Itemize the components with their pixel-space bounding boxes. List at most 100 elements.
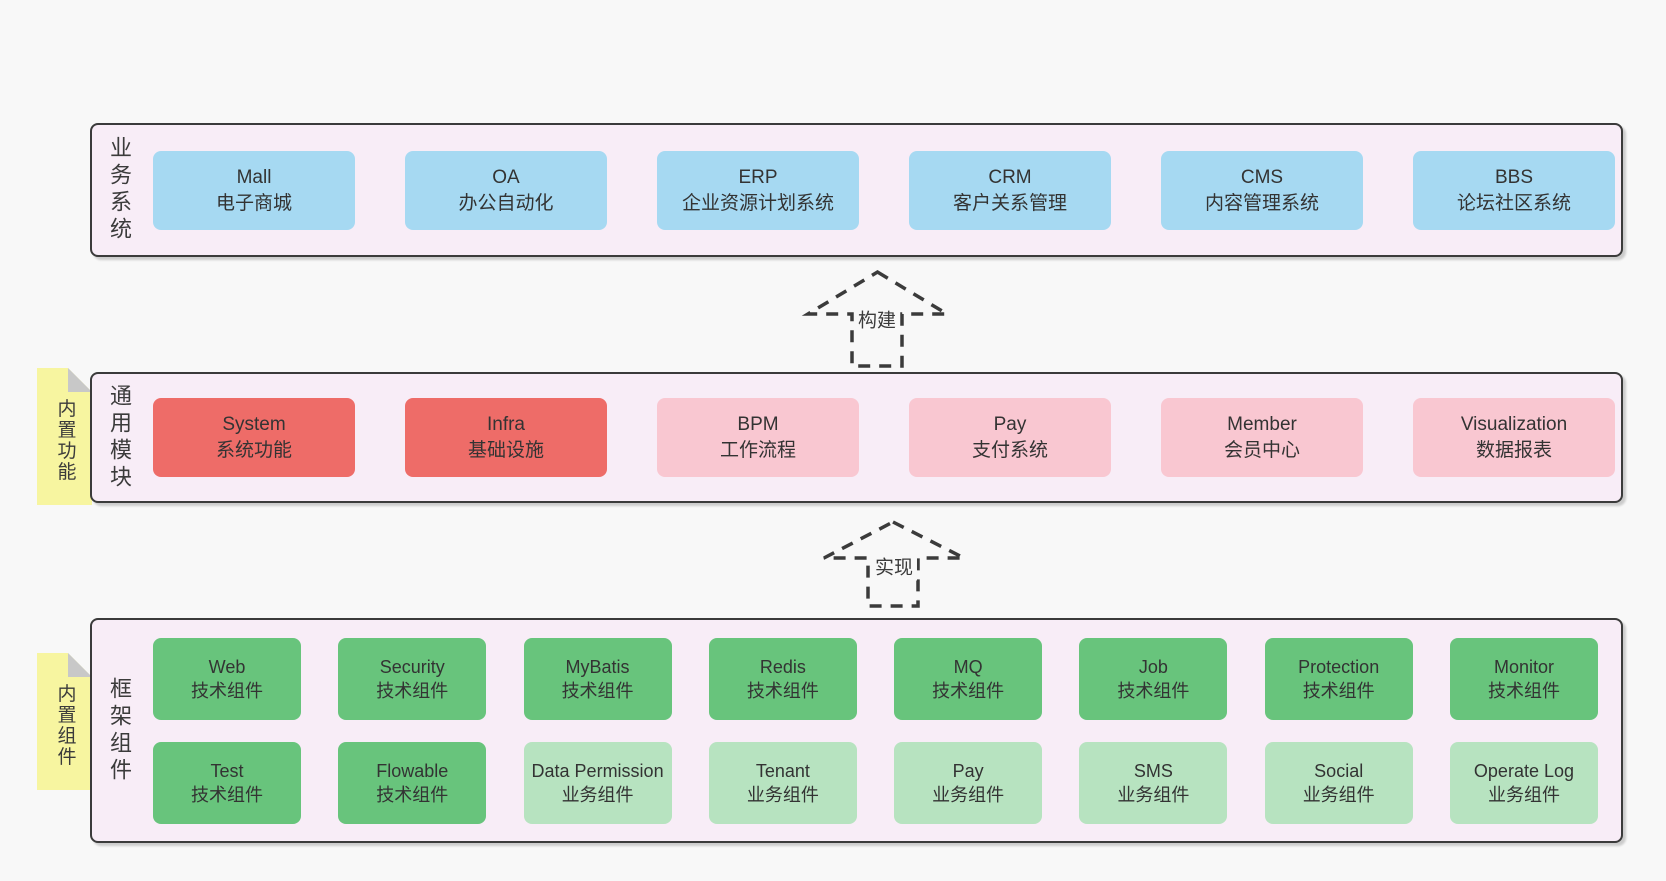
module-box-job: Job 技术组件 <box>1079 638 1228 720</box>
arrow-label-implement: 实现 <box>870 551 918 581</box>
box-title: Redis <box>759 657 806 677</box>
box-subtitle: 技术组件 <box>1302 681 1375 701</box>
sticky-note-built-in-features: 内置功能 <box>37 368 92 505</box>
box-title: Security <box>379 657 445 677</box>
module-box-infra: Infra 基础设施 <box>405 398 607 477</box>
box-title: Visualization <box>1460 413 1568 435</box>
box-title: OA <box>492 166 520 188</box>
arrow-up-build <box>801 269 954 368</box>
box-title: Pay <box>993 413 1027 435</box>
sticky-note-built-in-components: 内置组件 <box>37 653 92 790</box>
module-box-test: Test 技术组件 <box>153 742 301 824</box>
box-title: MQ <box>953 657 983 677</box>
box-subtitle: 支付系统 <box>971 439 1048 461</box>
module-box-erp: ERP 企业资源计划系统 <box>657 151 859 230</box>
layer-business-systems: 业务系统 Mall 电子商城 OA 办公自动化 ERP 企业资源计划系统 CRM 客户关系管理… <box>90 123 1623 257</box>
module-box-tenant: Tenant 业务组件 <box>708 742 857 824</box>
box-title: CRM <box>988 166 1032 188</box>
box-subtitle: 企业资源计划系统 <box>681 192 834 214</box>
box-title: System <box>222 413 286 435</box>
box-subtitle: 业务组件 <box>932 785 1005 805</box>
box-subtitle: 技术组件 <box>561 681 634 701</box>
module-box-bbs: BBS 论坛社区系统 <box>1413 151 1615 230</box>
box-subtitle: 会员中心 <box>1223 439 1300 461</box>
box-subtitle: 基础设施 <box>467 439 544 461</box>
folded-corner-icon <box>68 368 92 392</box>
box-subtitle: 技术组件 <box>376 681 449 701</box>
box-title: Web <box>208 657 246 677</box>
folded-corner-icon <box>68 653 92 677</box>
box-title: BBS <box>1494 166 1534 188</box>
module-box-redis: Redis 技术组件 <box>708 638 857 720</box>
layer-label-common-modules: 通用模块 <box>107 383 132 492</box>
module-box-pay: Pay 业务组件 <box>894 742 1043 824</box>
box-title: Tenant <box>755 761 810 781</box>
box-title: MyBatis <box>565 657 630 677</box>
module-box-social: Social 业务组件 <box>1264 742 1413 824</box>
sticky-label: 内置组件 <box>54 682 76 767</box>
module-box-monitor: Monitor 技术组件 <box>1449 638 1598 720</box>
arrow-label-build: 构建 <box>853 304 901 334</box>
box-title: CMS <box>1240 166 1284 188</box>
box-subtitle: 业务组件 <box>1117 785 1190 805</box>
module-box-mybatis: MyBatis 技术组件 <box>523 638 672 720</box>
box-title: Social <box>1314 761 1364 781</box>
layer-label-business-systems: 业务系统 <box>107 136 132 244</box>
module-box-visualization: Visualization 数据报表 <box>1413 398 1615 477</box>
arrow-up-implement <box>823 520 965 608</box>
module-box-crm: CRM 客户关系管理 <box>909 151 1111 230</box>
box-subtitle: 技术组件 <box>191 681 263 701</box>
sticky-label: 内置功能 <box>54 397 76 482</box>
box-title: SMS <box>1133 761 1173 781</box>
box-subtitle: 技术组件 <box>1487 681 1560 701</box>
module-box-security: Security 技术组件 <box>338 638 487 720</box>
box-title: Pay <box>952 761 984 781</box>
box-subtitle: 技术组件 <box>1117 681 1190 701</box>
box-title: Mall <box>236 166 272 188</box>
box-subtitle: 工作流程 <box>719 439 796 461</box>
box-subtitle: 业务组件 <box>1302 785 1375 805</box>
box-subtitle: 技术组件 <box>191 785 263 805</box>
business-systems-row: Mall 电子商城 OA 办公自动化 ERP 企业资源计划系统 CRM 客户关系管理 CMS 内容… <box>153 151 1615 230</box>
box-subtitle: 办公自动化 <box>458 192 554 214</box>
box-subtitle: 业务组件 <box>746 785 819 805</box>
box-title: ERP <box>738 166 778 188</box>
box-subtitle: 技术组件 <box>376 785 449 805</box>
box-subtitle: 客户关系管理 <box>952 192 1067 214</box>
box-subtitle: 数据报表 <box>1475 439 1552 461</box>
box-title: Test <box>210 761 244 781</box>
layer-label-framework-components: 框架组件 <box>107 676 132 785</box>
box-subtitle: 系统功能 <box>215 439 292 461</box>
module-box-web: Web 技术组件 <box>153 638 301 720</box>
module-box-system: System 系统功能 <box>153 398 355 477</box>
box-title: Monitor <box>1493 657 1554 677</box>
box-title: Infra <box>486 413 526 435</box>
box-title: Data Permission <box>531 761 664 781</box>
module-box-flowable: Flowable 技术组件 <box>338 742 487 824</box>
box-title: Flowable <box>376 761 449 781</box>
box-subtitle: 内容管理系统 <box>1204 192 1319 214</box>
module-box-sms: SMS 业务组件 <box>1079 742 1228 824</box>
module-box-protection: Protection 技术组件 <box>1264 638 1413 720</box>
box-subtitle: 论坛社区系统 <box>1456 192 1571 214</box>
module-box-pay: Pay 支付系统 <box>909 398 1111 477</box>
box-subtitle: 业务组件 <box>1487 785 1560 805</box>
box-subtitle: 技术组件 <box>746 681 819 701</box>
box-title: Protection <box>1298 657 1380 677</box>
module-box-cms: CMS 内容管理系统 <box>1161 151 1363 230</box>
box-title: Job <box>1138 657 1168 677</box>
box-title: Operate Log <box>1473 761 1574 781</box>
module-box-mall: Mall 电子商城 <box>153 151 355 230</box>
box-subtitle: 电子商城 <box>215 192 292 214</box>
module-box-oa: OA 办公自动化 <box>405 151 607 230</box>
